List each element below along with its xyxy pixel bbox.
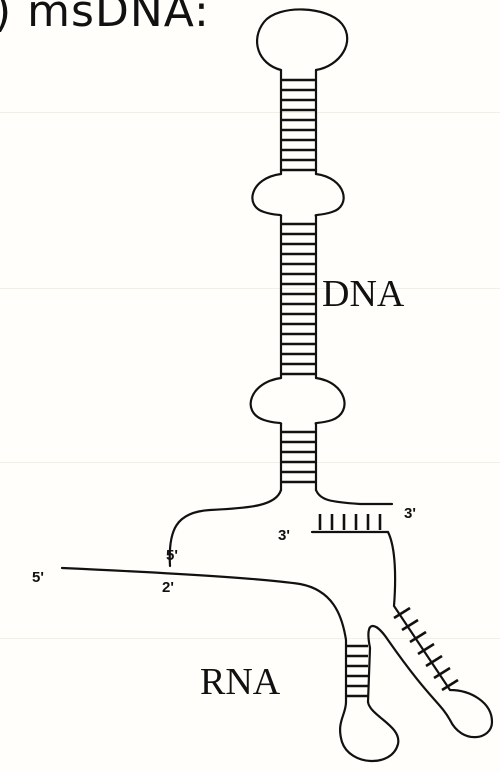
dna-bulge-1	[252, 174, 281, 216]
dna-right-arm	[316, 490, 392, 504]
junction-2prime-label: 2'	[162, 579, 174, 596]
dna-top-loop	[257, 9, 347, 70]
rna-5prime-label: 5'	[32, 569, 44, 586]
rna-label: RNA	[200, 661, 281, 703]
dna-label: DNA	[322, 273, 405, 315]
rna-strand-right	[312, 532, 492, 737]
dna-3prime-label: 3'	[404, 505, 416, 522]
branch-3prime-label: 3'	[278, 527, 290, 544]
dna-bulge-2	[251, 378, 281, 424]
junction-5prime-label: 5'	[166, 547, 178, 564]
dna-left-arm	[170, 490, 281, 566]
base-pair-rungs	[281, 80, 458, 696]
rna-bottom-loop	[340, 702, 398, 761]
